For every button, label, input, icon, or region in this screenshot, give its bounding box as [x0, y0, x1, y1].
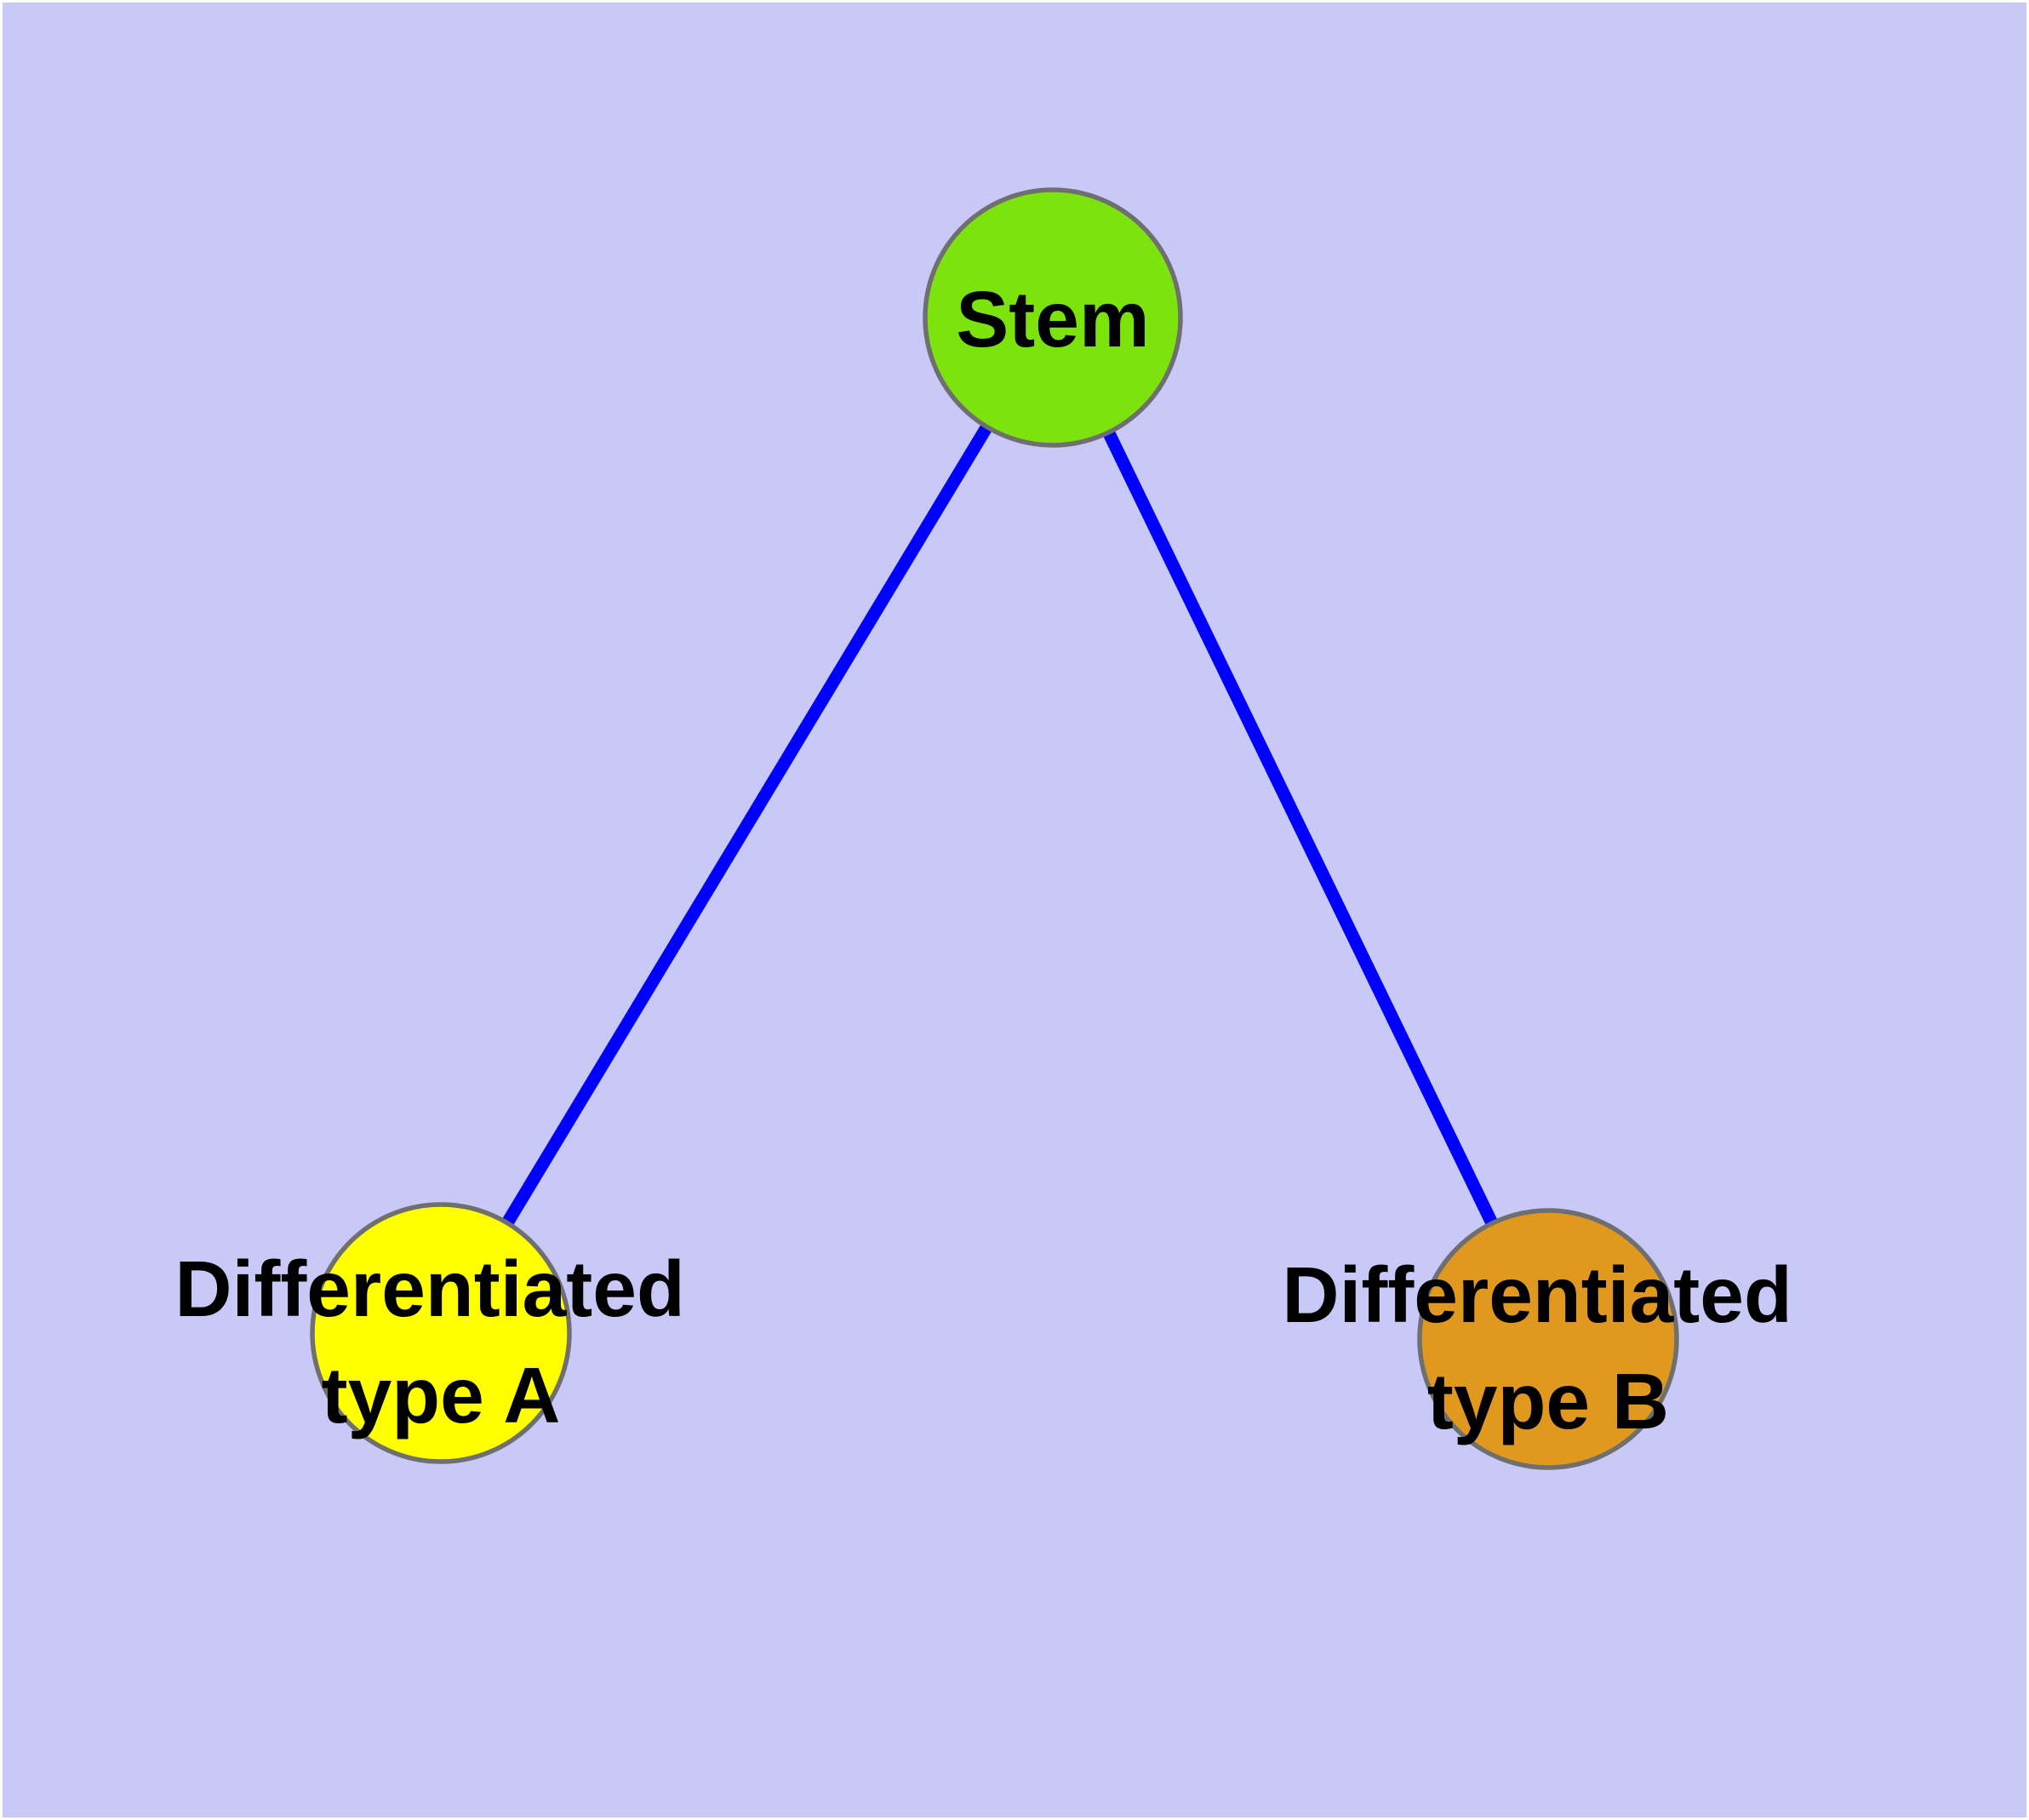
node-differentiated-type-a-label-line2: type A [322, 1351, 561, 1439]
node-differentiated-type-b-label-line2: type B [1427, 1357, 1669, 1445]
node-differentiated-type-a-label: Differentiated type A [174, 1245, 706, 1439]
node-differentiated-type-b [1417, 1208, 1679, 1470]
node-differentiated-type-b-label-line1: Differentiated [1282, 1251, 1792, 1339]
node-stem [923, 187, 1183, 448]
node-stem-label: Stem [956, 275, 1149, 363]
node-differentiated-type-a-label-line1: Differentiated [174, 1245, 684, 1333]
node-differentiated-type-a [310, 1202, 572, 1464]
edge-stem-to-type-a [435, 314, 1059, 1336]
node-differentiated-type-b-label: Differentiated type B [1282, 1251, 1814, 1445]
edge-stem-to-type-b [1047, 314, 1554, 1342]
